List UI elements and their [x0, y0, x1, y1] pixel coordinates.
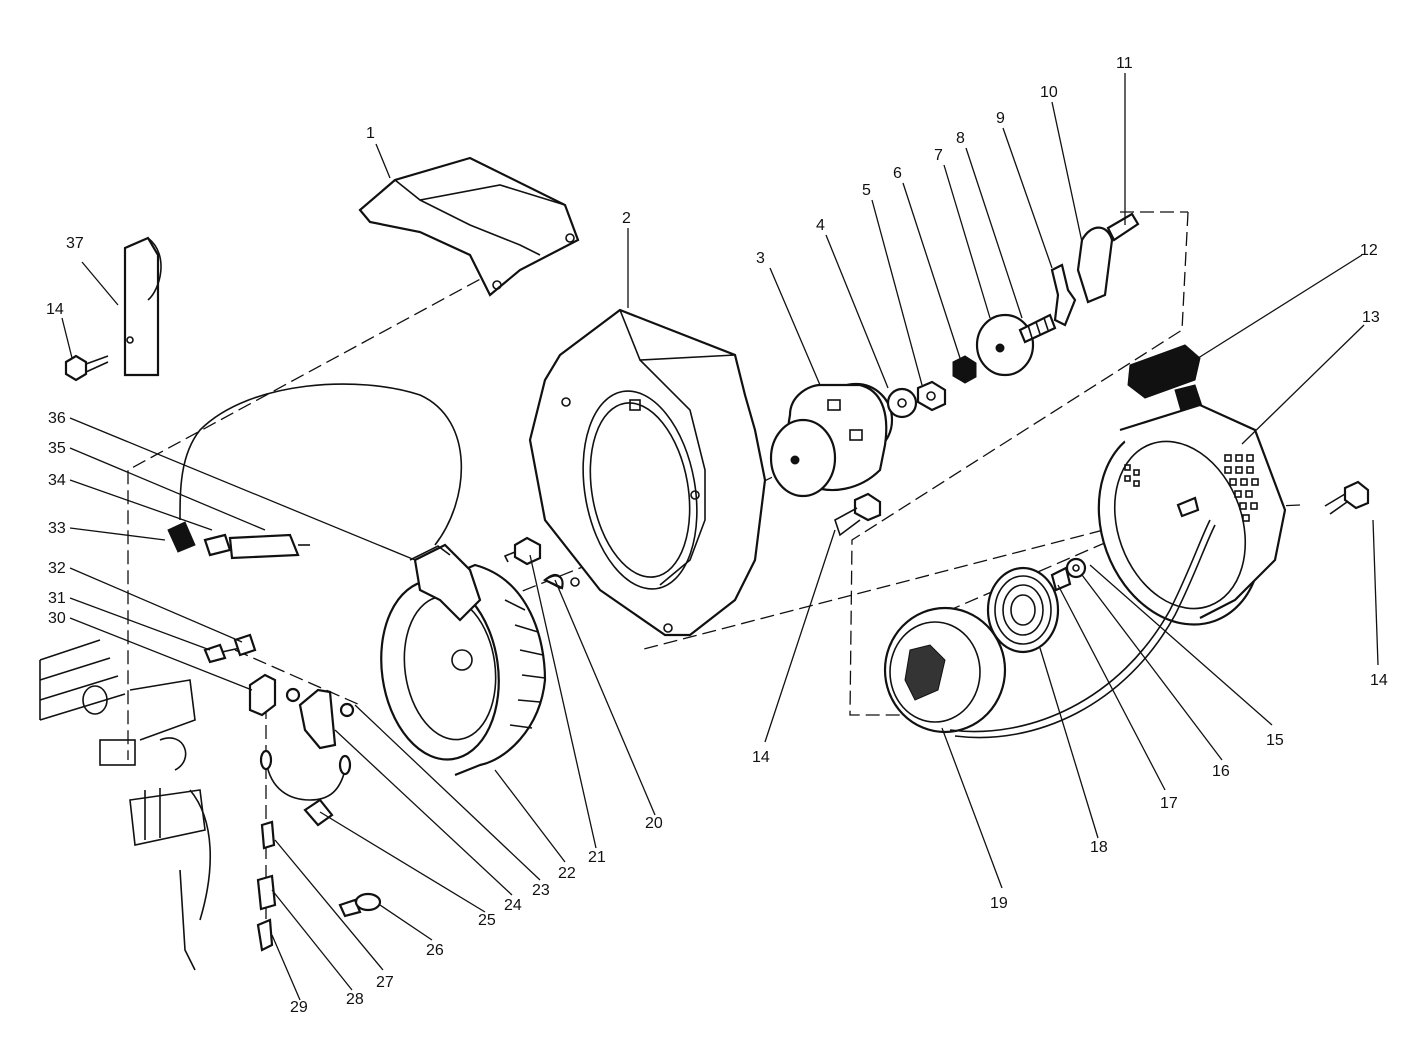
callout-labels: 1 2 3 4 5 6 7 8 9 10 11 12 13 14 14 14 1…	[46, 55, 1388, 1016]
callout-3: 3	[756, 250, 765, 267]
part-bushing-17	[1050, 566, 1072, 592]
part-clip-26	[338, 892, 382, 918]
callout-11: 11	[1116, 55, 1133, 72]
part-flywheel-nut	[503, 536, 542, 566]
part-flywheel	[380, 563, 547, 777]
part-screw-center	[834, 492, 882, 537]
part-spark-plug	[203, 533, 310, 560]
part-screw-right	[1324, 480, 1370, 515]
callout-17: 17	[1160, 795, 1178, 812]
callout-29: 29	[290, 999, 308, 1016]
part-screw-31	[203, 643, 241, 664]
part-flywheel-key	[542, 574, 564, 590]
callout-6: 6	[893, 165, 902, 182]
part-pin-11	[1106, 212, 1140, 242]
callout-9: 9	[996, 110, 1005, 127]
callout-13: 13	[1362, 309, 1380, 326]
part-nut-6	[952, 355, 977, 384]
callout-33: 33	[48, 520, 66, 537]
callout-18: 18	[1090, 839, 1108, 856]
part-washer-23	[285, 687, 355, 718]
callout-1: 1	[366, 125, 375, 142]
callout-21: 21	[588, 849, 606, 866]
callout-14-right: 14	[1370, 672, 1388, 689]
callout-20: 20	[645, 815, 663, 832]
callout-8: 8	[956, 130, 965, 147]
callout-2: 2	[622, 210, 631, 227]
part-plate-7	[975, 313, 1035, 377]
part-spark-plug-boot	[167, 521, 196, 553]
part-wire-harness-25	[259, 749, 352, 827]
callout-23: 23	[532, 882, 550, 899]
part-spring-8	[1018, 313, 1057, 344]
callout-30: 30	[48, 610, 66, 627]
callout-4: 4	[816, 217, 825, 234]
part-ignition-coil	[179, 383, 482, 622]
part-pulley	[883, 519, 1216, 739]
part-recoil-housing	[1097, 403, 1287, 626]
callout-35: 35	[48, 440, 66, 457]
callout-24: 24	[504, 897, 522, 914]
part-blower-shield	[358, 156, 580, 297]
part-screw-29	[256, 918, 274, 952]
callout-12: 12	[1360, 242, 1378, 259]
callout-14-center: 14	[752, 749, 770, 766]
part-blower-housing	[528, 308, 767, 637]
callout-22: 22	[558, 865, 576, 882]
callout-26: 26	[426, 942, 444, 959]
callout-34: 34	[48, 472, 66, 489]
callout-32: 32	[48, 560, 66, 577]
part-pawl-9	[1050, 263, 1077, 327]
part-recoil-spring-18	[986, 566, 1060, 654]
part-screw-left	[64, 354, 109, 382]
part-screw-32	[233, 633, 257, 657]
callout-28: 28	[346, 991, 364, 1008]
part-bracket	[123, 236, 162, 377]
callout-36: 36	[48, 410, 66, 427]
part-nut-5	[916, 380, 947, 412]
callout-leader-lines	[61, 73, 1379, 1001]
part-washer-4	[886, 387, 918, 419]
callout-10: 10	[1040, 84, 1058, 101]
callout-25: 25	[478, 912, 496, 929]
callout-37: 37	[66, 235, 84, 252]
callout-27: 27	[376, 974, 394, 991]
part-spacer-16	[1065, 557, 1087, 579]
callout-14-left: 14	[46, 301, 64, 318]
part-pawl-10	[1076, 226, 1114, 304]
callout-5: 5	[862, 182, 871, 199]
housing-vent-grid	[1124, 454, 1259, 522]
part-switch-24	[298, 688, 337, 750]
engine-block-outline	[39, 639, 212, 971]
callout-31: 31	[48, 590, 66, 607]
callout-16: 16	[1212, 763, 1230, 780]
callout-7: 7	[934, 147, 943, 164]
part-sleeve-28	[256, 874, 277, 911]
callout-19: 19	[990, 895, 1008, 912]
part-bracket-30	[248, 673, 277, 717]
callout-15: 15	[1266, 732, 1284, 749]
part-starter-cup	[769, 382, 894, 498]
part-connector-27	[260, 820, 276, 850]
